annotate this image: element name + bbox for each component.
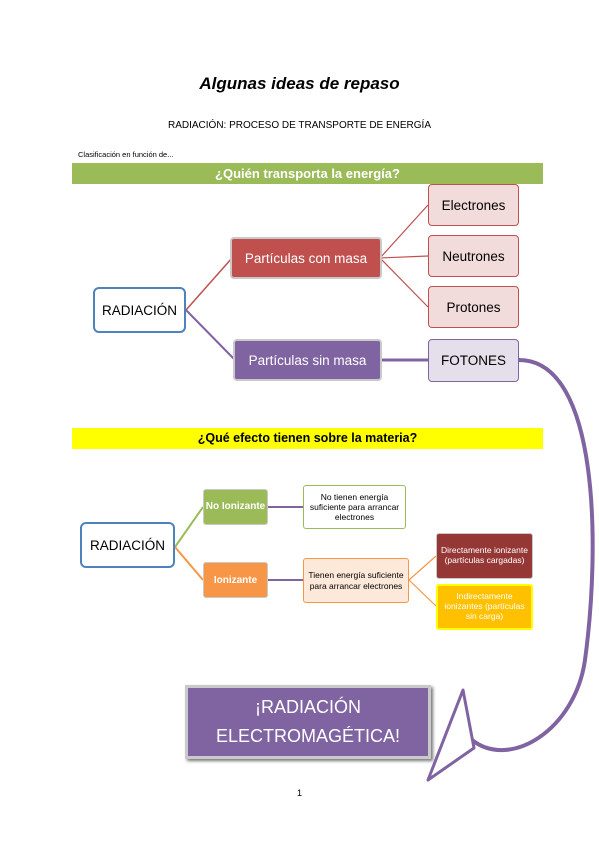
edge-root-with-mass [185,257,233,311]
node-direct-ionizing: Directamente ionizante (partículas carga… [436,533,533,579]
node-ionizing-desc: Tienen energía suficiente para arrancar … [303,558,409,603]
section1-root-node: RADIACIÓN [93,287,186,333]
node-with-mass: Partículas con masa [230,237,382,279]
node-indirect-ionizing: Indirectamente ionizantes (partículas si… [436,584,533,630]
edge-desc-indirect [408,579,437,607]
section2-root-node: RADIACIÓN [80,522,175,568]
page-number: 1 [296,788,302,798]
node-neutrones: Neutrones [428,235,519,277]
page-subtitle: RADIACIÓN: PROCESO DE TRANSPORTE DE ENER… [167,120,431,131]
node-ionizing: Ionizante [203,562,268,598]
section2-header: ¿Qué efecto tienen sobre la materia? [72,428,543,449]
edge-root-without-mass [185,309,236,361]
curved-arrow-shaft [470,358,595,753]
edge-mass-electrones [379,204,429,259]
node-non-ionizing-desc: No tienen energía suficiente para arranc… [303,485,406,529]
curved-arrow-head [426,688,476,782]
node-non-ionizing: No Ionizante [203,489,268,525]
classification-label: Clasificación en función de... [78,150,174,159]
section1-header: ¿Quién transporta la energía? [72,163,543,184]
node-electrones: Electrones [428,184,519,226]
page-title: Algunas ideas de repaso [199,74,400,93]
edge-root-non-ionizing [174,506,204,548]
edge-root-ionizing [174,546,204,581]
edge-mass-neutrones [379,255,429,259]
node-protones: Protones [428,286,519,328]
node-without-mass: Partículas sin masa [233,339,382,381]
node-fotones: FOTONES [428,339,519,382]
edge-mass-protones [379,257,429,308]
edge-desc-direct [408,555,437,581]
conclusion-box: ¡RADIACIÓN ELECTROMAGÉTICA! [185,685,431,759]
